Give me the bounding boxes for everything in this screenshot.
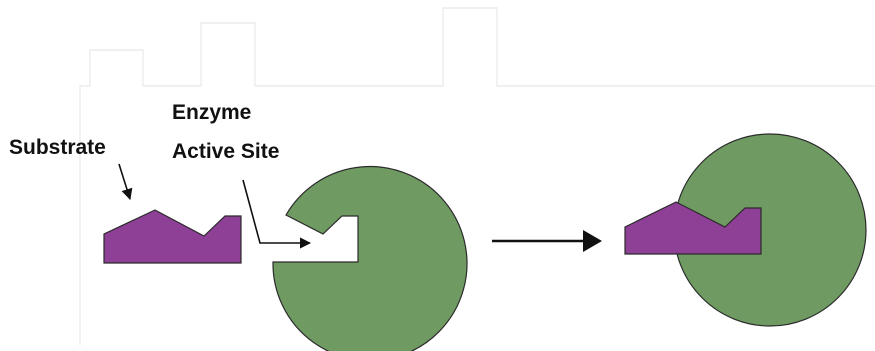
enzyme-label: Enzyme: [172, 100, 251, 126]
arrow-right-icon: [583, 230, 602, 252]
substrate-shape: [104, 210, 241, 263]
substrate-pointer-arrow: [119, 164, 130, 199]
substrate-label: Substrate: [9, 135, 106, 161]
active-site-label: Active Site: [172, 139, 279, 165]
enzyme-shape: [273, 167, 467, 351]
